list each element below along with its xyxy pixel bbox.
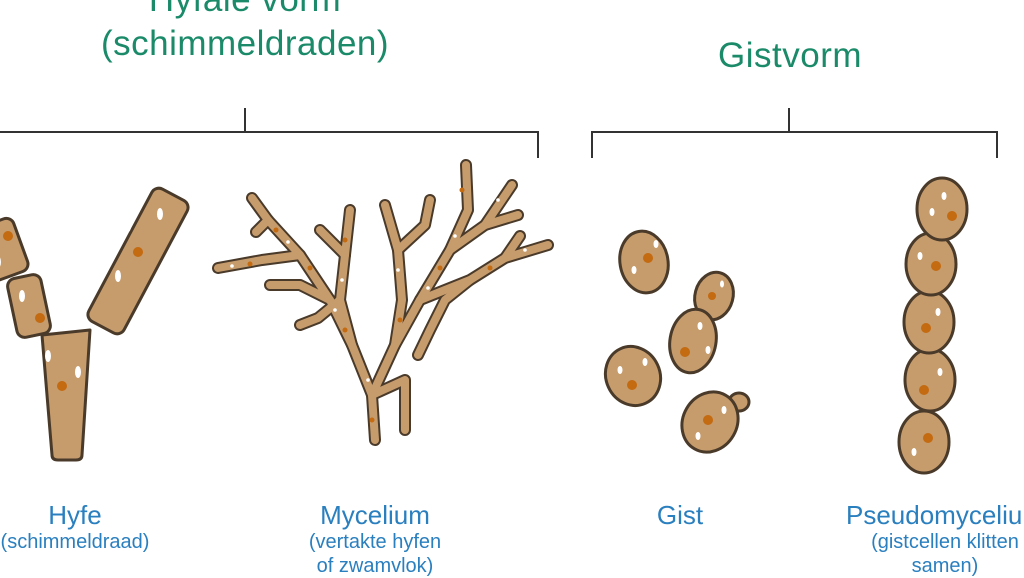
pseudomycelium-cell — [897, 409, 951, 475]
yeast-cell — [618, 229, 670, 295]
pseudomycelium-cell — [903, 347, 957, 413]
mycelium-label-description-line1: (vertakte hyfen — [308, 531, 442, 553]
hyphe-label-name: Hyfe — [48, 500, 102, 530]
hyphe-label: Hyfe (schimmeldraad) — [0, 500, 210, 554]
hyphal-title-line2: (schimmeldraden) — [100, 24, 390, 63]
pseudomycelium-cell — [902, 289, 956, 355]
pseudomycelium-cell — [915, 176, 969, 242]
mycelium-label-description-line2: of zwamvlok) — [316, 555, 434, 577]
hyphal-title-line1: Hyfale vorm — [149, 0, 341, 19]
hyphe-stem — [40, 328, 92, 462]
yeast-illustration — [603, 229, 751, 454]
mycelium-illustration — [212, 159, 554, 446]
budding-yeast-cell — [680, 390, 751, 454]
pseudomycelium-illustration — [897, 176, 969, 475]
hyphe-segment — [6, 273, 52, 339]
yeast-cell — [668, 307, 718, 375]
pseudomycelium-label-name: Pseudomycelium — [846, 500, 1024, 530]
hyphe-illustration — [0, 186, 190, 462]
hyphe-label-description: (schimmeldraad) — [0, 531, 150, 553]
pseudomycelium-label-description-line1: (gistcellen klitten — [871, 531, 1019, 553]
yeast-form-title: Gistvorm — [718, 36, 862, 75]
yeast-cell — [603, 345, 663, 407]
pseudomycelium-cell — [904, 231, 958, 297]
yeast-cell — [693, 270, 735, 322]
mycelium-label-name: Mycelium — [320, 500, 430, 530]
hyphal-bracket — [0, 108, 539, 158]
hyphal-form-title: Hyfale vorm (schimmeldraden) — [40, 0, 450, 66]
hyphe-segment — [0, 216, 30, 283]
pseudomycelium-label: Pseudomycelium (gistcellen klitten samen… — [810, 500, 1024, 578]
yeast-label-name: Gist — [656, 500, 704, 530]
yeast-label: Gist — [580, 500, 780, 530]
mycelium-label: Mycelium (vertakte hyfen of zwamvlok) — [240, 500, 510, 578]
yeast-bracket — [591, 108, 998, 158]
pseudomycelium-label-description-line2: samen) — [911, 555, 979, 577]
mycelium-branches — [214, 161, 552, 444]
hyphe-branch-right — [86, 186, 190, 336]
